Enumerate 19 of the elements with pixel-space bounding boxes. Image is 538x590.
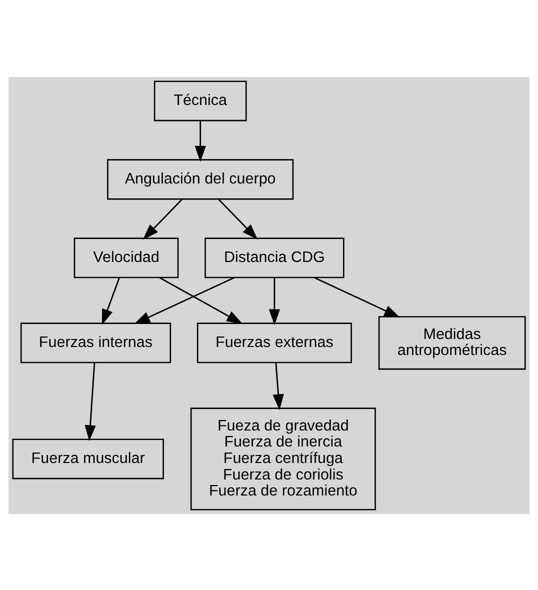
arrow [218, 198, 258, 240]
arrow [314, 276, 400, 318]
arrow [272, 362, 284, 410]
node-box: Velocidad [74, 237, 179, 278]
node-box: Fuerza muscular [12, 438, 164, 479]
node-box: Angulación del cuerpo [107, 158, 294, 200]
node-box: Medidas antropométricas [378, 316, 526, 370]
node-box: Técnica [154, 80, 247, 121]
node-box: Fuerzas internas [20, 322, 172, 363]
arrow [142, 198, 183, 240]
arrow [84, 362, 96, 441]
arrow [268, 277, 280, 325]
arrow [159, 276, 243, 324]
node-box: Fuerzas externas [196, 322, 352, 363]
arrow [194, 120, 206, 162]
node-box: Fueza de gravedad Fuerza de inercia Fuerza centrífuga Fuerza de coriolis Fuerza de rozamiento [190, 407, 376, 510]
arrow [102, 277, 120, 325]
arrow [134, 276, 235, 324]
node-box: Distancia CDG [204, 237, 344, 278]
